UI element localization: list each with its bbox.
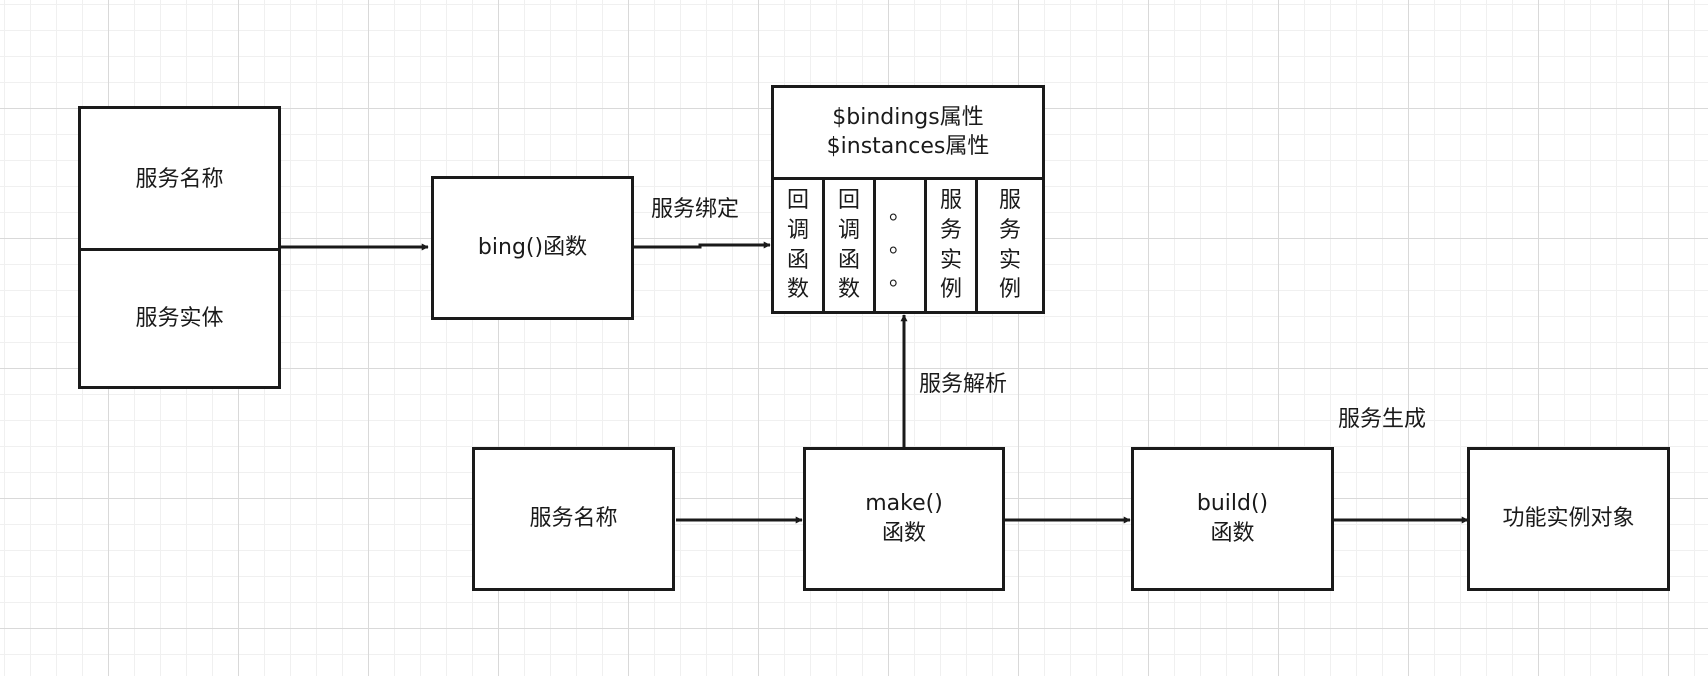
column-divider [822,180,825,311]
resolve-edge-label: 服务解析 [919,372,1008,397]
service-input-divider [81,248,278,251]
column-divider [975,180,978,311]
column-divider [873,180,876,311]
make-input-box: 服务名称 [472,447,675,591]
bindings-property-label: $bindings属性 [832,104,984,130]
generate-edge-label: 服务生成 [1338,407,1427,432]
container-box: $bindings属性 $instances属性 回 调 函 数 回 调 函 数… [771,85,1045,314]
service-name-cell: 服务名称 [135,166,224,192]
arrow-bind-to-container [632,241,771,249]
callback-column-2: 回 调 函 数 [837,188,860,303]
ellipsis-column: 。 。 。 [888,200,911,291]
service-entity-cell: 服务实体 [135,305,224,331]
service-input-box: 服务名称 服务实体 [78,106,281,389]
build-function-box: build() 函数 [1131,447,1334,591]
make-function-box: make() 函数 [803,447,1005,591]
instance-column-1: 服 务 实 例 [939,188,962,303]
callback-column-1: 回 调 函 数 [786,188,809,303]
bind-function-box: bing()函数 [431,176,634,320]
column-divider [924,180,927,311]
bind-edge-label: 服务绑定 [651,197,740,222]
container-header-divider [774,177,1042,180]
instances-property-label: $instances属性 [826,133,990,159]
instance-column-2: 服 务 实 例 [998,188,1021,303]
container-header: $bindings属性 $instances属性 [774,88,1042,177]
output-box: 功能实例对象 [1467,447,1670,591]
